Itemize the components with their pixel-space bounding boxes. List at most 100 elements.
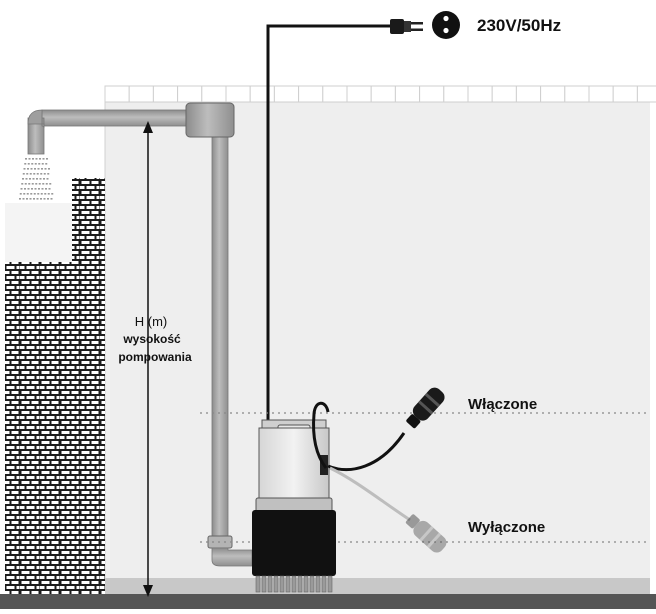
pump-base xyxy=(252,510,336,576)
tank-rim-cell xyxy=(491,85,517,103)
water-drop xyxy=(40,193,43,195)
height-label-line-2: wysokość xyxy=(122,332,181,346)
float-switch-icon xyxy=(406,387,445,429)
water-drop xyxy=(27,188,30,190)
tank-rim-cell xyxy=(152,85,179,103)
power-cable xyxy=(266,24,392,428)
tank-rim-cell xyxy=(419,85,445,103)
water-drop xyxy=(29,173,32,175)
water-drop xyxy=(33,193,36,195)
water-drop xyxy=(31,183,34,185)
water-drop xyxy=(32,158,34,160)
water-drop xyxy=(26,193,29,195)
grille-slot xyxy=(255,575,261,593)
water-drop xyxy=(29,198,32,200)
tank-rim-cell xyxy=(467,85,493,103)
water-drop xyxy=(34,188,37,190)
water-drop xyxy=(31,163,34,165)
water-drop xyxy=(23,193,26,195)
pump-motor-housing xyxy=(258,427,330,511)
floor-light xyxy=(105,578,650,596)
brick-wall xyxy=(5,178,105,594)
grille-slot xyxy=(291,575,297,593)
tank-rim-cell xyxy=(322,85,348,103)
grille-slot xyxy=(321,575,327,593)
tank-rim-cell xyxy=(443,85,469,103)
tank-rim-cell xyxy=(128,85,154,103)
grille-slot xyxy=(279,575,285,593)
water-drop xyxy=(48,168,50,170)
grille-slot xyxy=(327,575,333,593)
grille-slot xyxy=(261,575,267,593)
height-arrow xyxy=(143,121,153,597)
water-drop xyxy=(24,163,27,165)
water-drop xyxy=(34,168,36,170)
tank-rim-cell xyxy=(298,85,324,103)
water-drop xyxy=(27,168,29,170)
water-drop xyxy=(24,188,26,190)
socket-icon xyxy=(432,11,460,39)
water-drop xyxy=(27,163,30,165)
water-drop xyxy=(36,198,39,200)
water-drop xyxy=(43,178,45,180)
water-drop xyxy=(38,183,41,185)
water-drop xyxy=(39,158,41,160)
float-off-label: Wyłączone xyxy=(468,519,545,536)
water-drop xyxy=(29,178,31,180)
pipe-elbow-top xyxy=(185,102,235,138)
tank xyxy=(104,85,656,580)
water-drop xyxy=(33,173,36,175)
water-drop xyxy=(19,193,22,195)
water-drop xyxy=(46,178,49,180)
water-drop xyxy=(45,183,48,185)
water-drop xyxy=(36,173,39,175)
water-drop xyxy=(42,158,45,160)
water-drop xyxy=(42,183,45,185)
water-drop xyxy=(30,193,33,195)
float-on-label: Włączone xyxy=(468,396,537,413)
grille-slot xyxy=(297,575,303,593)
tank-rim-cell xyxy=(177,85,203,103)
water-drop xyxy=(45,163,48,165)
water-drop xyxy=(38,188,40,190)
tank-rim-cell xyxy=(612,85,638,103)
tank-rim-cell xyxy=(346,85,372,103)
grille-slot xyxy=(309,575,315,593)
water-drop xyxy=(44,168,47,170)
water-drop xyxy=(22,173,25,175)
water-drop xyxy=(26,198,28,200)
tank-rim-cell xyxy=(273,85,300,103)
outlet-basin xyxy=(5,203,72,262)
water-drop xyxy=(45,188,47,190)
water-drop xyxy=(21,183,24,185)
water-drop xyxy=(28,183,31,185)
grille-slot xyxy=(303,575,309,593)
height-label-line-3: pompowania xyxy=(118,350,192,364)
water-drop xyxy=(20,188,23,190)
tank-rim-cell xyxy=(564,85,590,103)
water-drop xyxy=(24,183,27,185)
water-drop xyxy=(36,178,38,180)
pump-intake-grille xyxy=(255,575,333,593)
grille-slot xyxy=(285,575,291,593)
water-drop xyxy=(43,173,46,175)
tank-rim-cell xyxy=(588,85,614,103)
tank-rim-cell xyxy=(540,85,566,103)
water-drop xyxy=(47,173,50,175)
grille-slot xyxy=(273,575,279,593)
water-drop xyxy=(35,183,38,185)
tank-rim-cell xyxy=(225,85,251,103)
plug-icon xyxy=(390,19,423,34)
water-drop xyxy=(32,178,35,180)
water-drop xyxy=(33,198,35,200)
water-drop xyxy=(48,188,51,190)
height-label: H (m) wysokość pompowania xyxy=(118,314,192,364)
water-drop xyxy=(44,193,47,195)
pump-icon xyxy=(252,419,336,593)
water-area xyxy=(105,102,650,580)
grille-slot xyxy=(267,575,273,593)
water-drop xyxy=(47,193,50,195)
water-drop xyxy=(40,198,42,200)
water-drop xyxy=(25,178,28,180)
